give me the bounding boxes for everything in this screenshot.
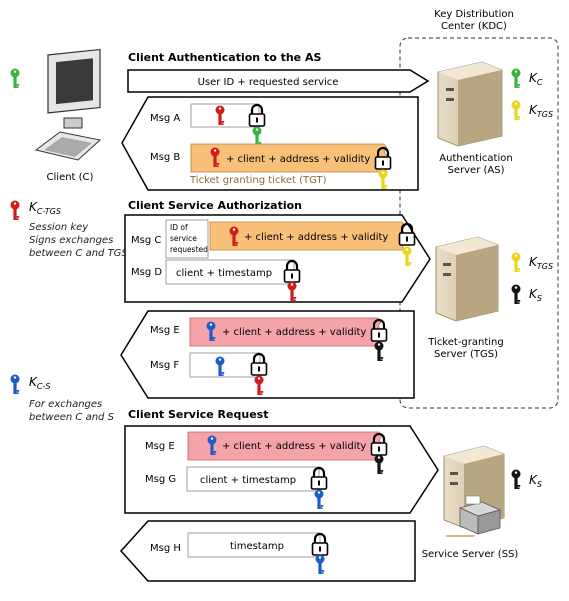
tgs-yellow-key-icon [511,252,521,272]
printer-icon [446,495,502,537]
as-ktgs-label: KTGS [529,103,553,119]
msg-d-text: client + timestamp [176,268,272,279]
msg-b-ticket-text: + client + address + validity [226,154,370,165]
msg-e-ticket-text: + client + address + validity [222,327,366,338]
msg-d-label: Msg D [131,267,162,278]
as-label-line1: Authentication [439,153,512,164]
section-authorization-title: Client Service Authorization [128,199,302,212]
msg-e-label: Msg E [150,325,180,336]
id-service-box [165,219,209,259]
as-server-icon [437,61,503,147]
msg-h-box [187,532,321,558]
client-green-key-icon [10,68,20,88]
msg-f-box [189,352,261,378]
msg-e2-label: Msg E [145,441,175,452]
msg-g-box [186,466,320,492]
msg-h-text: timestamp [230,541,284,552]
kdc-title-line1: Key Distribution [434,9,514,20]
msg-c-label: Msg C [131,235,161,246]
msg-a-label: Msg A [150,113,180,124]
kc-label: KC [529,71,543,87]
section-request-title: Client Service Request [128,408,268,421]
section-auth-title: Client Authentication to the AS [128,51,321,64]
kdc-title-line2: Center (KDC) [441,21,507,32]
userid-text: User ID + requested service [198,77,339,88]
msg-h-label: Msg H [150,543,181,554]
as-label-line2: Server (AS) [448,165,505,176]
msg-f-label: Msg F [150,360,179,371]
kcs-desc-line1: For exchanges [29,399,102,410]
msg-g-text: client + timestamp [200,475,296,486]
as-green-key-icon [511,68,521,88]
msg-b-label: Msg B [150,152,180,163]
id-line1: ID of [170,223,188,232]
userid-arrow [127,69,430,93]
ss-label: Service Server (SS) [422,549,519,560]
kctgs-desc-line2: Signs exchanges [29,235,113,246]
ss-black-key-icon [511,469,521,489]
kctgs-desc-line3: between C and TGS [29,248,128,259]
as-yellow-key-icon [511,100,521,120]
tgs-ks-label: KS [529,287,542,303]
kctgs-red-key-icon [10,200,20,220]
kdc-boundary [399,37,559,409]
tgs-server-icon [435,236,499,322]
kctgs-key-label: KC-TGS [29,200,61,216]
kcs-key-label: KC-S [29,375,50,391]
tgs-ktgs-label: KTGS [529,255,553,271]
id-line3: requested [170,245,208,254]
client-label: Client (C) [47,172,94,183]
kcs-desc-line2: between C and S [29,412,115,423]
kcs-blue-key-icon [10,374,20,394]
tgt-caption: Ticket granting ticket (TGT) [189,175,327,186]
msg-g-label: Msg G [145,474,176,485]
tgs-label-line2: Server (TGS) [434,349,498,360]
msg-e2-ticket-text: + client + address + validity [222,441,366,452]
tgs-black-key-icon [511,284,521,304]
kctgs-desc-line1: Session key [29,222,89,233]
id-line2: service [170,234,197,243]
msg-c-ticket-text: + client + address + validity [244,232,388,243]
tgs-label-line1: Ticket-granting [427,337,504,348]
msg-d-box [165,259,295,285]
client-computer-icon [34,48,102,161]
ss-ks-label: KS [529,473,542,489]
